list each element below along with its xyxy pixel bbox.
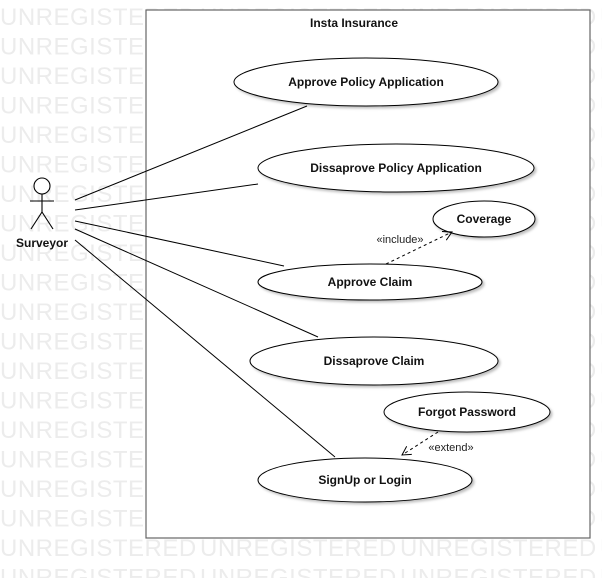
- use-case-disapprove-policy[interactable]: Dissaprove Policy Application: [257, 143, 535, 193]
- association-disapprove-claim[interactable]: [74, 228, 319, 338]
- watermark-text: UNREGISTERED: [600, 417, 602, 444]
- watermark-text: UNREGISTERED: [600, 181, 602, 208]
- extend-arrow: [402, 431, 439, 455]
- actor-label: Surveyor: [16, 236, 68, 250]
- actor-head: [33, 177, 51, 195]
- use-case-forgot-password[interactable]: Forgot Password: [383, 391, 551, 433]
- watermark-text: UNREGISTERED: [600, 63, 602, 90]
- watermark-text: UNREGISTERED: [400, 565, 597, 578]
- association-disapprove-policy[interactable]: [74, 183, 259, 211]
- actor-right-leg: [41, 211, 54, 230]
- watermark-text: UNREGISTERED: [600, 4, 602, 31]
- association-approve-policy[interactable]: [74, 105, 308, 201]
- watermark-text: UNREGISTERED: [600, 152, 602, 179]
- use-case-signup-login[interactable]: SignUp or Login: [257, 457, 473, 503]
- watermark-text: UNREGISTERED: [600, 34, 602, 61]
- use-case-label: Approve Claim: [328, 275, 413, 289]
- watermark-text: UNREGISTERED: [600, 388, 602, 415]
- actor-surveyor[interactable]: Surveyor: [16, 177, 68, 250]
- watermark-text: UNREGISTERED: [200, 565, 397, 578]
- system-title: Insta Insurance: [310, 16, 398, 30]
- watermark-text: UNREGISTERED: [600, 329, 602, 356]
- watermark-text: UNREGISTERED: [600, 535, 602, 562]
- watermark-text: UNREGISTERED: [400, 535, 597, 562]
- associations: [74, 105, 336, 458]
- use-case-disapprove-claim[interactable]: Dissaprove Claim: [249, 336, 499, 386]
- use-case-approve-policy[interactable]: Approve Policy Application: [233, 57, 499, 107]
- association-signup-login[interactable]: [74, 239, 336, 458]
- watermark-text: UNREGISTERED: [600, 122, 602, 149]
- association-approve-claim[interactable]: [74, 220, 285, 267]
- watermark-text: UNREGISTERED: [0, 535, 197, 562]
- use-case-label: Approve Policy Application: [288, 75, 444, 89]
- include-label: «include»: [376, 234, 423, 246]
- watermark-text: UNREGISTERED: [600, 93, 602, 120]
- use-case-label: Dissaprove Policy Application: [310, 161, 482, 175]
- watermark-text: UNREGISTERED: [600, 358, 602, 385]
- include-arrow: [385, 232, 452, 265]
- watermark-text: UNREGISTERED: [600, 447, 602, 474]
- extend-label: «extend»: [428, 442, 473, 454]
- use-case-label: Dissaprove Claim: [324, 354, 425, 368]
- include-relation[interactable]: «include»: [376, 232, 452, 265]
- watermark-text: UNREGISTERED: [0, 565, 197, 578]
- use-case-label: Forgot Password: [418, 405, 516, 419]
- watermark-text: UNREGISTERED: [600, 476, 602, 503]
- use-case-label: Coverage: [457, 212, 512, 226]
- watermark-text: UNREGISTERED: [600, 270, 602, 297]
- use-case-label: SignUp or Login: [318, 473, 411, 487]
- watermark-text: UNREGISTERED: [600, 240, 602, 267]
- use-case-approve-claim[interactable]: Approve Claim: [257, 263, 483, 301]
- watermark-text: UNREGISTERED: [600, 211, 602, 238]
- use-case-coverage[interactable]: Coverage: [432, 200, 536, 238]
- watermark-text: UNREGISTERED: [600, 565, 602, 578]
- watermark-text: UNREGISTERED: [600, 506, 602, 533]
- extend-relation[interactable]: «extend»: [402, 431, 474, 455]
- actor-left-leg: [30, 211, 43, 230]
- watermark-text: UNREGISTERED: [200, 535, 397, 562]
- watermark-text: UNREGISTERED: [600, 299, 602, 326]
